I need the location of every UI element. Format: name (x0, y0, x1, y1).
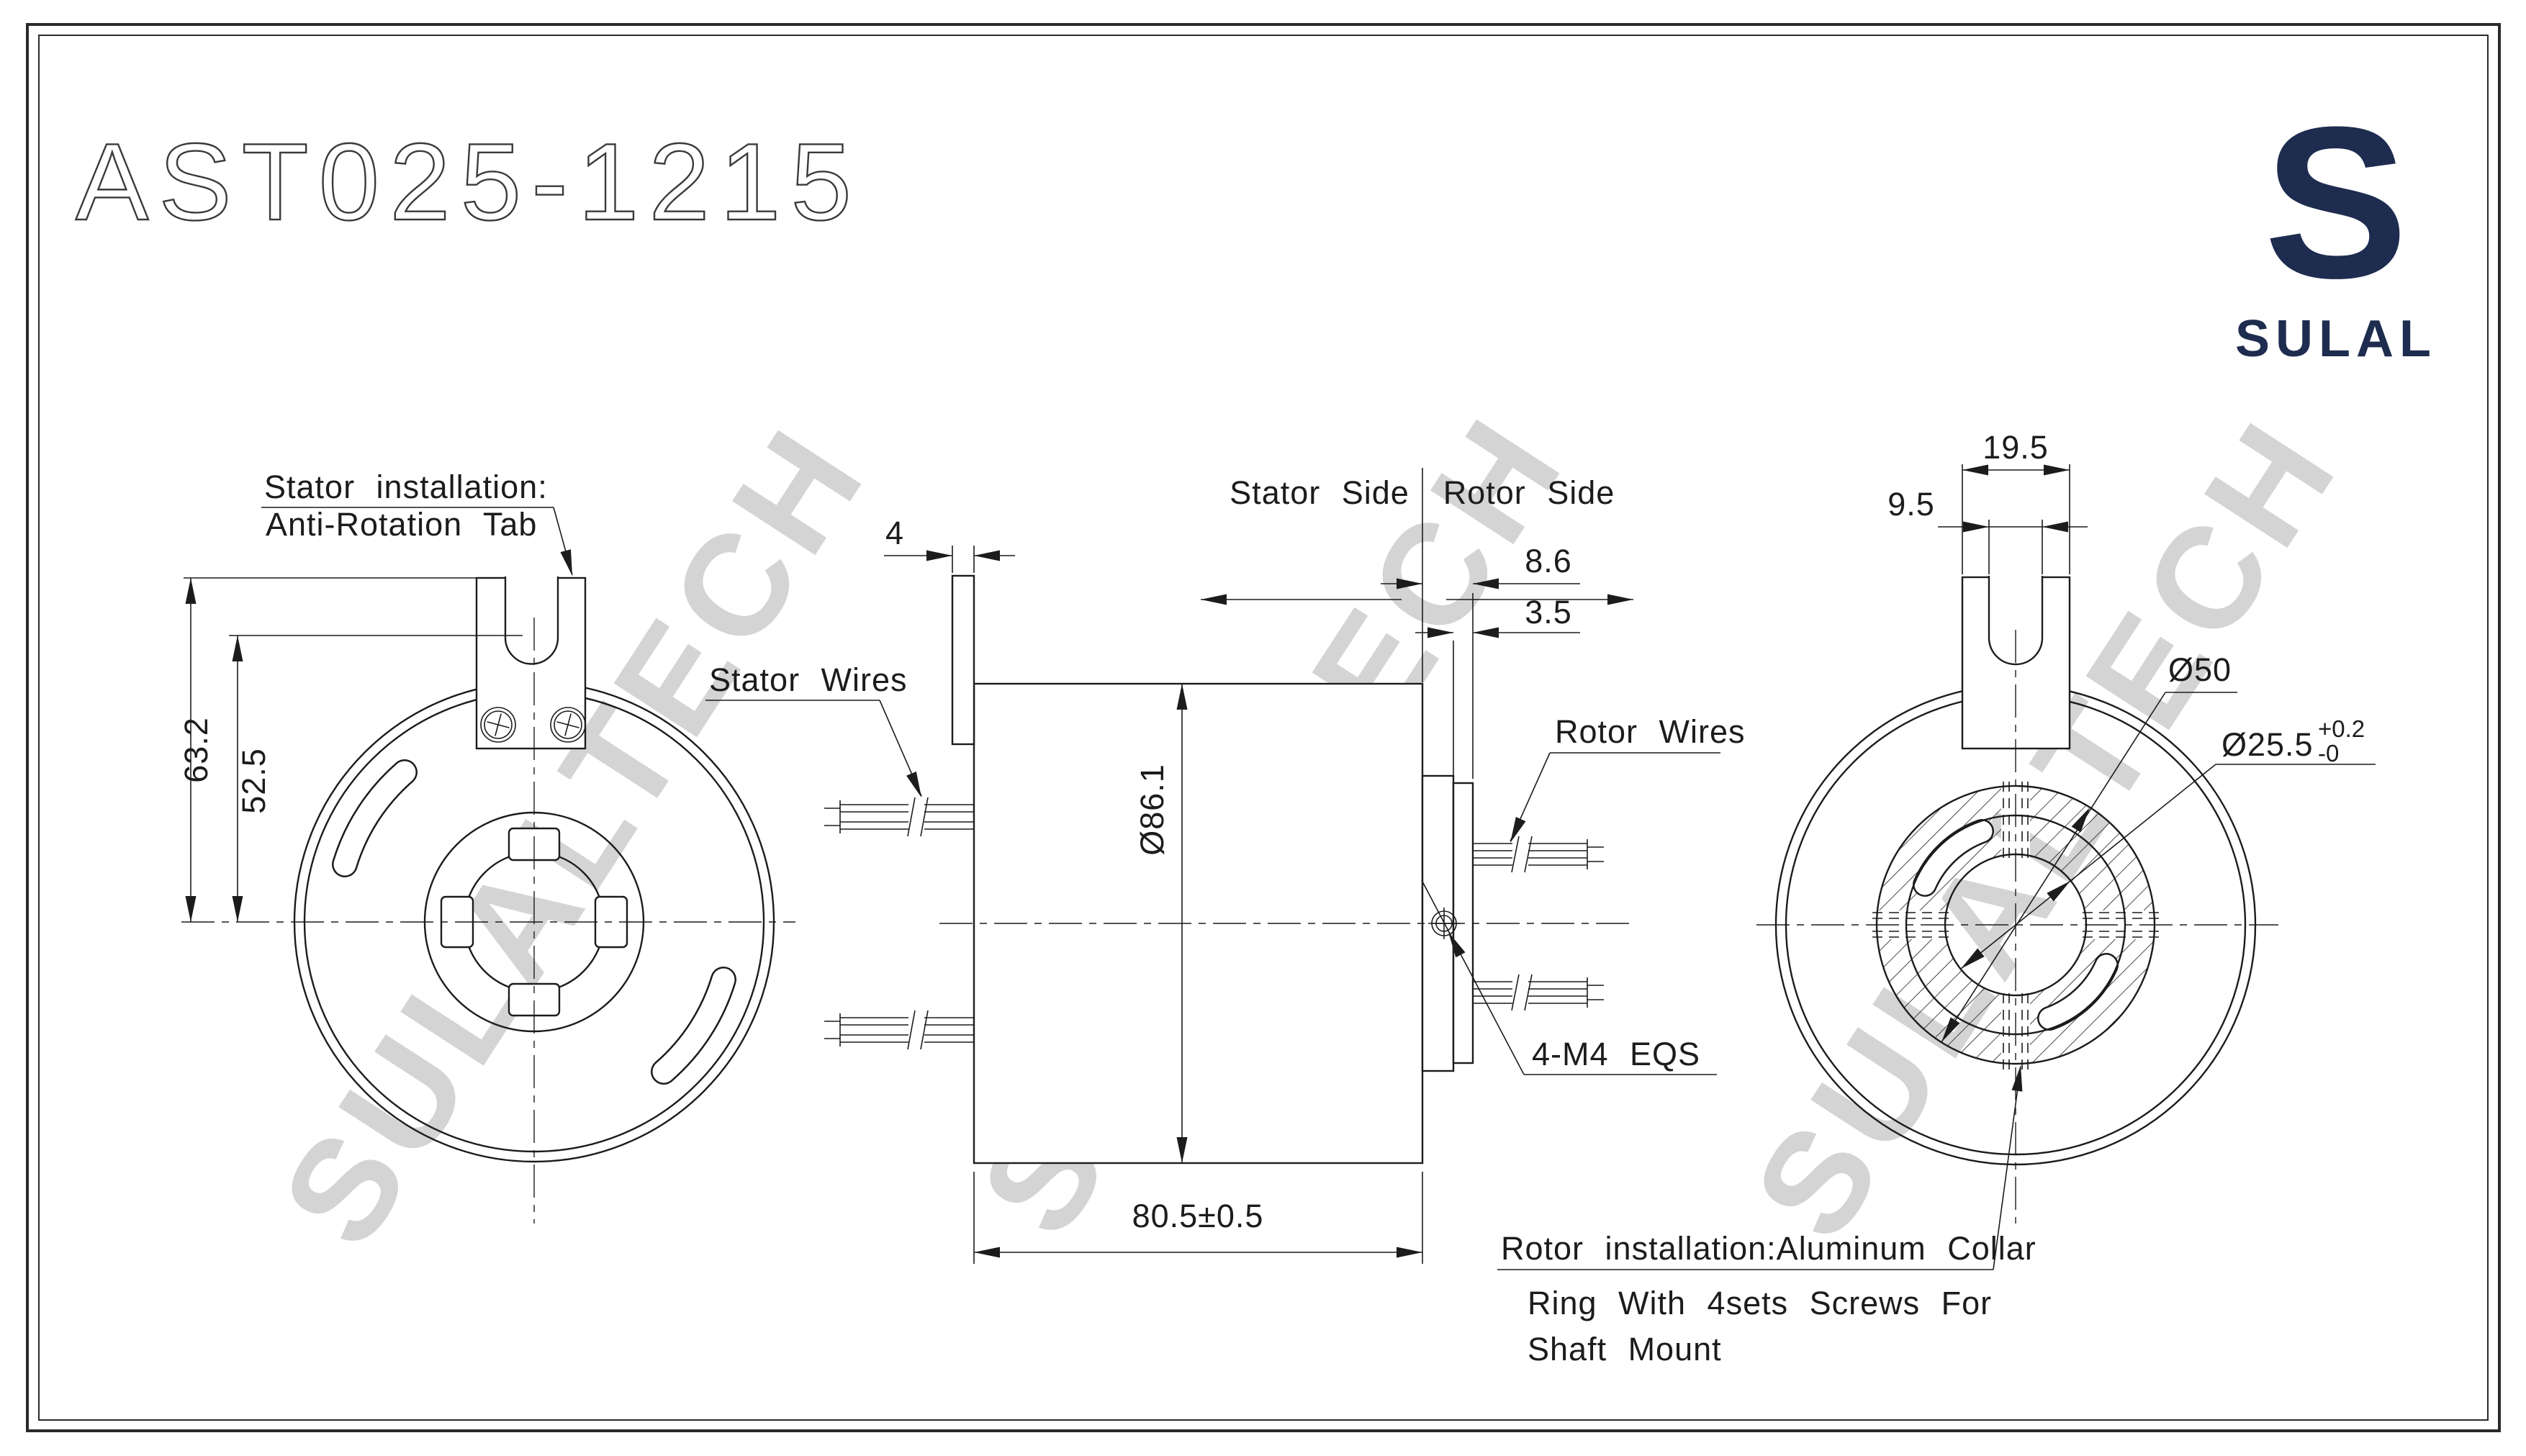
logo-wordmark: SULAL (2235, 310, 2437, 368)
dim-19-5-text: 19.5 (1983, 429, 2049, 466)
screw-channels (1872, 782, 2159, 1070)
rotor-face-view: 19.5 9.5 Ø50 Ø25.5 +0.2 -0 (1497, 429, 2376, 1367)
dim-25-5: Ø25.5 +0.2 -0 (1957, 715, 2376, 973)
dim-52-5: 52.5 (235, 748, 272, 814)
dim-63-2: 63.2 (178, 717, 215, 783)
stator-side-label: Stator Side (1230, 474, 1409, 511)
stator-wires-label: Stator Wires (709, 661, 908, 698)
screw-icon (480, 707, 516, 743)
rotor-wires (1473, 836, 1604, 1011)
rotor-wires-label: Rotor Wires (1555, 713, 1746, 750)
dim-25-5-text: Ø25.5 (2221, 726, 2314, 763)
page-title: AST025-1215 (76, 121, 862, 243)
dim-50-text: Ø50 (2168, 651, 2232, 688)
dim-19-5: 19.5 (1962, 429, 2070, 574)
side-labels: Stator Side Rotor Side (1201, 468, 1633, 682)
callout-line2: Anti-Rotation Tab (266, 506, 537, 543)
note-line3: Shaft Mount (1528, 1331, 1722, 1367)
front-view: 63.2 52.5 Stator installation: Anti-Rota… (178, 469, 795, 1224)
dim-4-text: 4 (885, 515, 904, 551)
rotor-installation-note: Rotor installation:Aluminum Collar Ring … (1497, 1064, 2036, 1367)
dim-9-5-text: 9.5 (1887, 486, 1935, 523)
m4-label: 4-M4 EQS (1532, 1036, 1700, 1072)
dim-50: Ø50 (1936, 651, 2237, 1045)
tab-plate-edge (951, 574, 975, 746)
sheet-border (26, 23, 2501, 1432)
front-dimensions: 63.2 52.5 (178, 577, 523, 922)
brand-logo: S SULAL (2235, 81, 2437, 368)
dim-9-5: 9.5 (1887, 486, 2088, 574)
dim-3-5-text: 3.5 (1525, 594, 1572, 630)
stator-wires-callout: Stator Wires (705, 661, 926, 800)
dim-4: 4 (884, 515, 1015, 573)
bore-tol-lower: -0 (2318, 740, 2339, 767)
screw-icon (550, 707, 586, 743)
stator-wires (824, 797, 974, 1050)
rotor-side-label: Rotor Side (1443, 474, 1615, 511)
dim-8-6: 8.6 (1381, 543, 1580, 779)
dim-80-5-text: 80.5±0.5 (1132, 1198, 1264, 1234)
bore-tol-upper: +0.2 (2318, 715, 2365, 742)
note-line1: Rotor installation:Aluminum Collar (1501, 1230, 2036, 1267)
callout-line1: Stator installation: (264, 469, 548, 505)
dim-86-1-text: Ø86.1 (1134, 764, 1170, 856)
stator-installation-callout: Stator installation: Anti-Rotation Tab (261, 469, 578, 577)
dim-80-5: 80.5±0.5 (973, 1172, 1423, 1264)
anti-rotation-tab (475, 576, 587, 750)
dim-3-5: 3.5 (1415, 594, 1580, 779)
logo-s-icon: S (2264, 81, 2408, 323)
m4-callout: 4-M4 EQS (1421, 880, 1717, 1075)
note-line2: Ring With 4sets Screws For (1528, 1285, 1992, 1321)
rotor-wires-callout: Rotor Wires (1505, 713, 1746, 846)
dim-8-6-text: 8.6 (1525, 543, 1572, 579)
side-view: Stator Side Rotor Side 4 8.6 (705, 468, 1746, 1264)
